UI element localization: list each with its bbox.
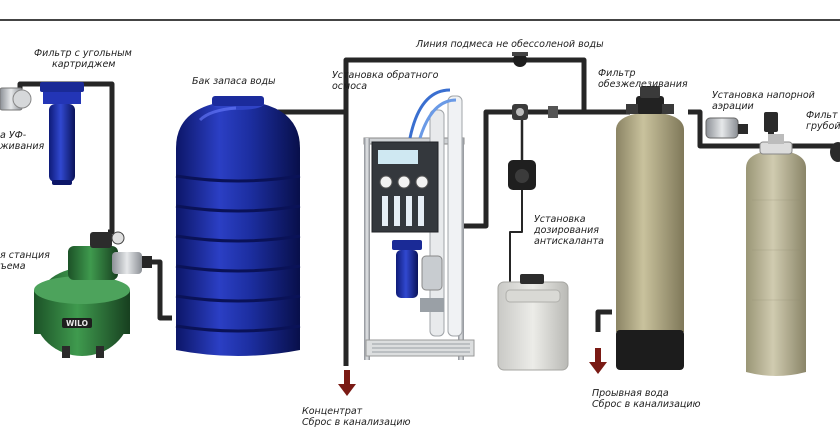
aeration-label-line2: аэрации	[712, 101, 754, 112]
backwash-label-line1: Проывная вода	[592, 388, 669, 399]
antiscalant-label-line3: антискаланта	[534, 236, 604, 247]
pipe-pump-to-tank	[148, 259, 172, 321]
pump-station-label-line2: ъема	[0, 261, 26, 272]
pipe-ro-to-iron-filter	[452, 109, 630, 229]
ro-unit-label-line2: осмоса	[332, 81, 368, 92]
bypass-line-label: Линия подмеса не обессоленой воды	[416, 39, 604, 50]
pump-station-label-line1: я станция	[0, 250, 50, 261]
concentrate-label: Концентрат Сброс в канализацию	[302, 406, 411, 428]
bypass-valve-icon	[512, 52, 528, 67]
backwash-drain-arrow-icon	[589, 348, 607, 374]
pump-logo: WILO	[66, 319, 88, 328]
aeration-label-line1: Установка напорной	[712, 90, 815, 101]
pipe-uv-to-pump	[17, 81, 115, 235]
antiscalant-label-line2: дозирования	[534, 225, 599, 236]
carbon-filter-label: Фильтр с угольным картриджем	[34, 48, 132, 70]
storage-tank-label-line1: Бак запаса воды	[192, 76, 276, 87]
ro-unit-label: Установка обратного осмоса	[332, 70, 438, 92]
ro-unit-icon	[363, 88, 475, 360]
bypass-line-label-line1: Линия подмеса не обессоленой воды	[416, 39, 604, 50]
carbon-filter-label-line1: Фильтр с угольным	[34, 48, 132, 59]
aeration-unit-icon	[705, 112, 778, 146]
antiscalant-dosing-icon	[497, 160, 569, 371]
backwash-label: Проывная вода Сброс в канализацию	[592, 388, 701, 410]
coarse-filter-label-line2: грубой	[806, 121, 840, 132]
storage-tank-label: Бак запаса воды	[192, 76, 276, 87]
pipe-backwash-drain	[595, 309, 612, 332]
coarse-filter-icon	[746, 134, 840, 376]
uv-unit-label-line1: а УФ-	[0, 130, 27, 141]
concentrate-label-line1: Концентрат	[302, 406, 363, 417]
pump-station-icon	[34, 231, 152, 358]
pump-station-label: я станция ъема	[0, 250, 50, 272]
pipe-bypass-line	[343, 57, 587, 112]
pipe-dosing-suction	[509, 190, 523, 282]
aeration-label: Установка напорной аэрации	[712, 90, 815, 112]
flowmeter-icon	[512, 104, 528, 120]
concentrate-label-line2: Сброс в канализацию	[302, 417, 411, 428]
iron-filter-icon	[616, 86, 684, 370]
coarse-filter-label: Фильт грубой	[806, 110, 840, 132]
backwash-label-line2: Сброс в канализацию	[592, 399, 701, 410]
uv-unit-icon	[0, 87, 32, 111]
ro-unit-label-line1: Установка обратного	[332, 70, 439, 81]
iron-filter-label-line2: обезжелезивания	[598, 79, 688, 90]
inlet-valve-icon	[548, 106, 558, 118]
antiscalant-label-line1: Установка	[534, 214, 586, 225]
iron-filter-label-line1: Фильтр	[598, 68, 636, 79]
storage-tank-icon	[175, 96, 301, 356]
iron-filter-label: Фильтр обезжелезивания	[598, 68, 688, 90]
carbon-filter-icon	[40, 82, 84, 185]
uv-unit-label-line2: живания	[0, 141, 45, 152]
coarse-filter-label-line1: Фильт	[806, 110, 838, 121]
carbon-filter-label-line2: картриджем	[52, 59, 116, 70]
uv-unit-label: а УФ- живания	[0, 130, 44, 152]
concentrate-drain-arrow-icon	[338, 370, 356, 396]
antiscalant-label: Установка дозирования антискаланта	[534, 214, 604, 247]
